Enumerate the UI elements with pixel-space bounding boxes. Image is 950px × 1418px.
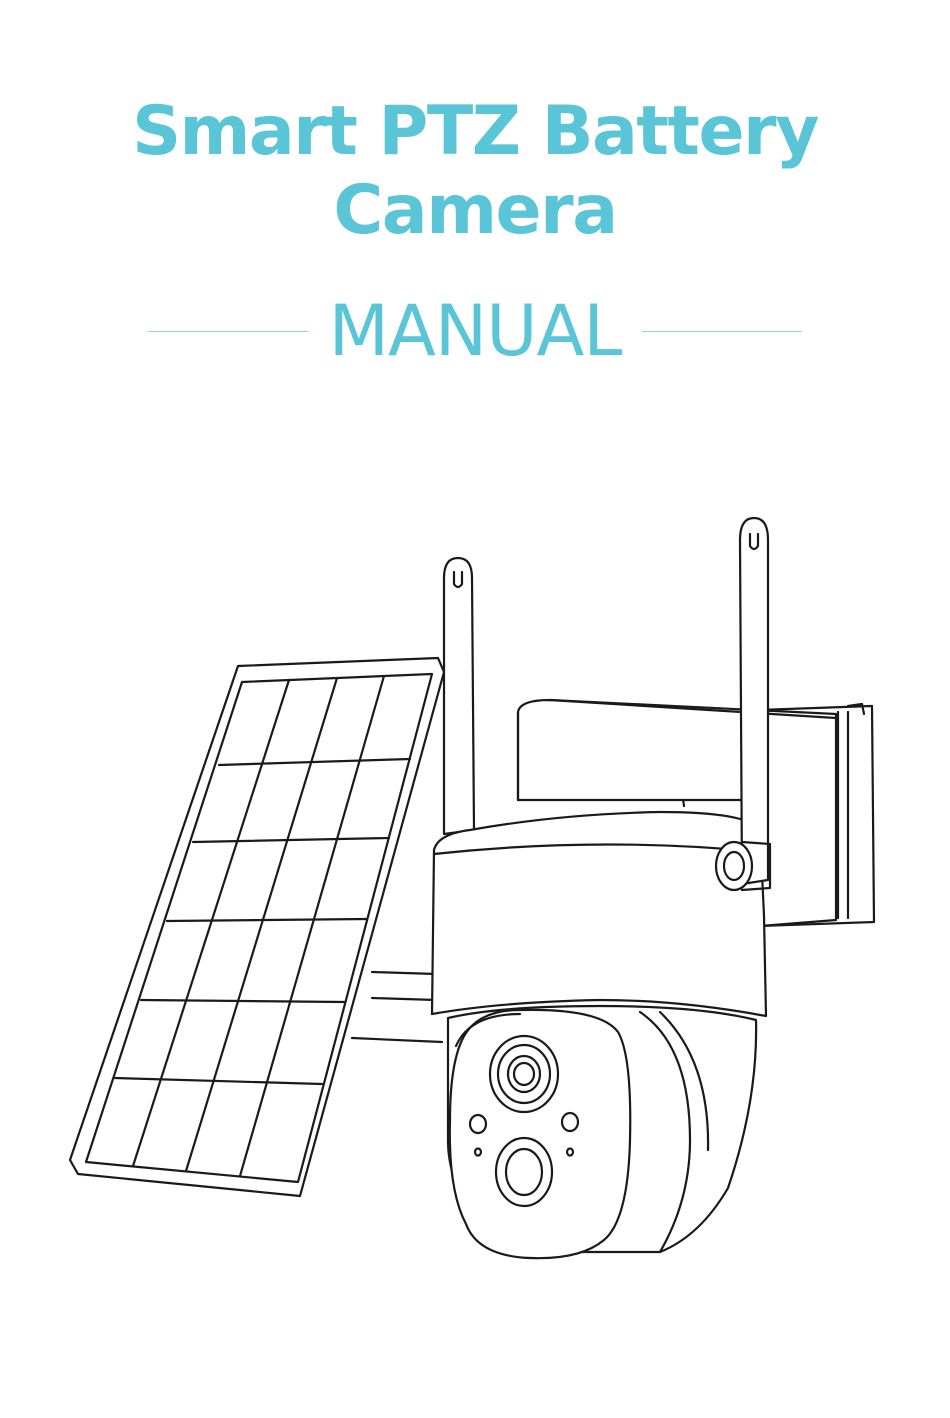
left-divider: [148, 331, 308, 332]
panel-arm-icon: [352, 972, 442, 1042]
manual-subtitle: MANUAL: [310, 290, 640, 372]
camera-head-icon: [432, 812, 766, 1016]
solar-ptz-camera-icon: [0, 500, 950, 1300]
left-antenna-icon: [444, 558, 474, 834]
right-divider: [642, 331, 802, 332]
solar-panel-icon: [70, 658, 444, 1196]
camera-illustration: [0, 500, 950, 1300]
subtitle-row: MANUAL: [0, 290, 950, 374]
product-title: Smart PTZ Battery Camera: [0, 92, 950, 250]
